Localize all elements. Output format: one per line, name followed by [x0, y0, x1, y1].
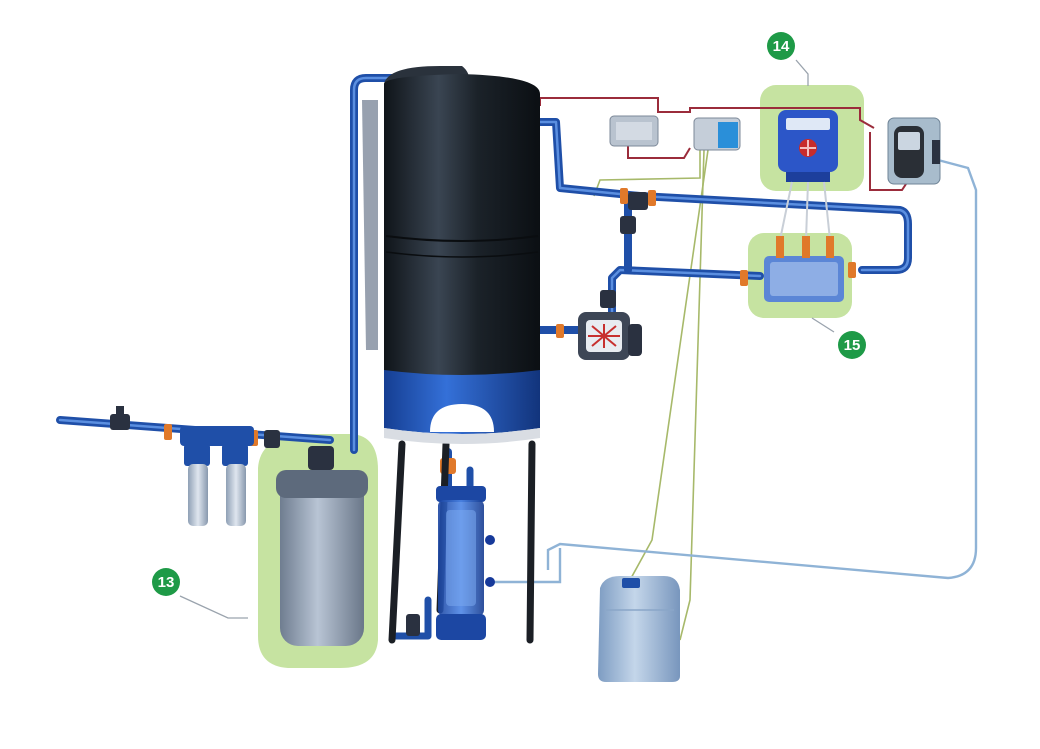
callout-badge-15: 15 — [838, 331, 866, 359]
uv-drain-tube — [490, 548, 562, 584]
controller-cables — [779, 181, 831, 241]
twin-cartridge-filter-icon — [180, 426, 254, 526]
chemical-canister-icon — [598, 576, 680, 682]
valve-icon — [110, 406, 130, 430]
storage-tank-icon — [362, 66, 540, 444]
control-box-icon — [693, 117, 741, 151]
callout-circle — [767, 32, 795, 60]
callout-label: 13 — [158, 574, 175, 591]
callout-leaders — [179, 59, 835, 619]
uv-filter-vessel-icon — [436, 486, 495, 640]
callout-badges: 13 14 15 — [152, 32, 866, 596]
pipework — [56, 74, 912, 640]
valve-icon — [600, 262, 856, 308]
sensor-cable-right — [546, 158, 978, 580]
callout-label: 15 — [844, 337, 861, 354]
probe-holder-block-icon — [764, 236, 844, 302]
valve-icon — [620, 188, 656, 234]
touch-display-controller-icon — [887, 117, 941, 185]
circulation-pump-icon — [578, 312, 642, 360]
callout-circle — [152, 568, 180, 596]
callout-label: 14 — [773, 38, 790, 55]
sensor-cables — [593, 148, 709, 641]
callout-circle — [838, 331, 866, 359]
callout-badge-14: 14 — [767, 32, 795, 60]
valves — [110, 188, 856, 636]
control-box-icon — [609, 115, 659, 147]
water-softener-icon — [276, 446, 368, 646]
dosing-controller-icon — [778, 110, 838, 182]
callout-badge-13: 13 — [152, 568, 180, 596]
